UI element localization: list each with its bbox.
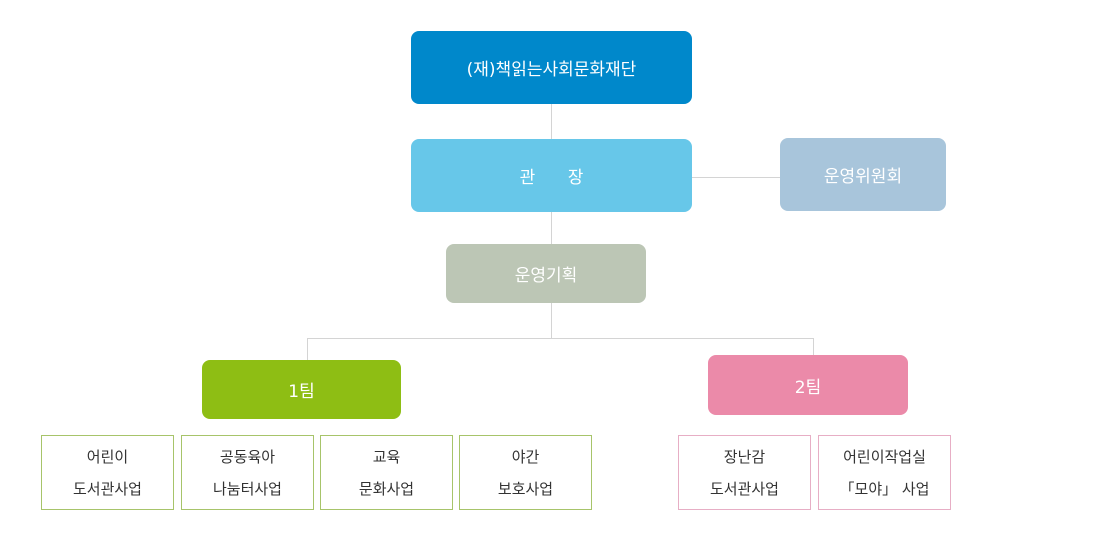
- team1-node: 1팀: [202, 360, 401, 419]
- connector-team1: [307, 338, 308, 361]
- team1-unit-education-culture: 교육 문화사업: [320, 435, 453, 510]
- unit-line2: 보호사업: [497, 479, 554, 498]
- connector-director-committee: [691, 177, 781, 178]
- unit-line1: 공동육아: [219, 447, 276, 466]
- unit-line1: 야간: [511, 447, 540, 466]
- team1-unit-children-library: 어린이 도서관사업: [41, 435, 174, 510]
- foundation-label: (재)책읽는사회문화재단: [466, 60, 637, 80]
- connector-foundation-director: [551, 103, 552, 140]
- unit-line2: 「모야」 사업: [839, 479, 930, 498]
- connector-team2: [813, 338, 814, 356]
- connector-planning-down: [551, 302, 552, 338]
- unit-line1: 어린이작업실: [843, 447, 926, 466]
- unit-line1: 어린이: [86, 447, 129, 466]
- planning-label: 운영기획: [514, 266, 578, 286]
- unit-line2: 도서관사업: [709, 479, 779, 498]
- director-node: 관 장: [411, 139, 692, 212]
- unit-line2: 문화사업: [358, 479, 415, 498]
- foundation-node: (재)책읽는사회문화재단: [411, 31, 692, 104]
- team1-label: 1팀: [288, 382, 315, 402]
- team2-unit-toy-library: 장난감 도서관사업: [678, 435, 811, 510]
- team1-unit-childcare-sharing: 공동육아 나눔터사업: [181, 435, 314, 510]
- team2-node: 2팀: [708, 355, 908, 415]
- team2-label: 2팀: [794, 377, 822, 398]
- unit-line2: 나눔터사업: [212, 479, 282, 498]
- team1-unit-night-care: 야간 보호사업: [459, 435, 592, 510]
- unit-line1: 교육: [372, 447, 401, 466]
- unit-line1: 장난감: [723, 447, 766, 466]
- director-label: 관 장: [519, 168, 584, 188]
- committee-node: 운영위원회: [780, 138, 946, 211]
- team2-unit-children-workshop: 어린이작업실 「모야」 사업: [818, 435, 951, 510]
- connector-director-planning: [551, 211, 552, 245]
- connector-horizontal: [307, 338, 813, 339]
- committee-label: 운영위원회: [823, 167, 903, 187]
- unit-line2: 도서관사업: [72, 479, 142, 498]
- planning-node: 운영기획: [446, 244, 646, 303]
